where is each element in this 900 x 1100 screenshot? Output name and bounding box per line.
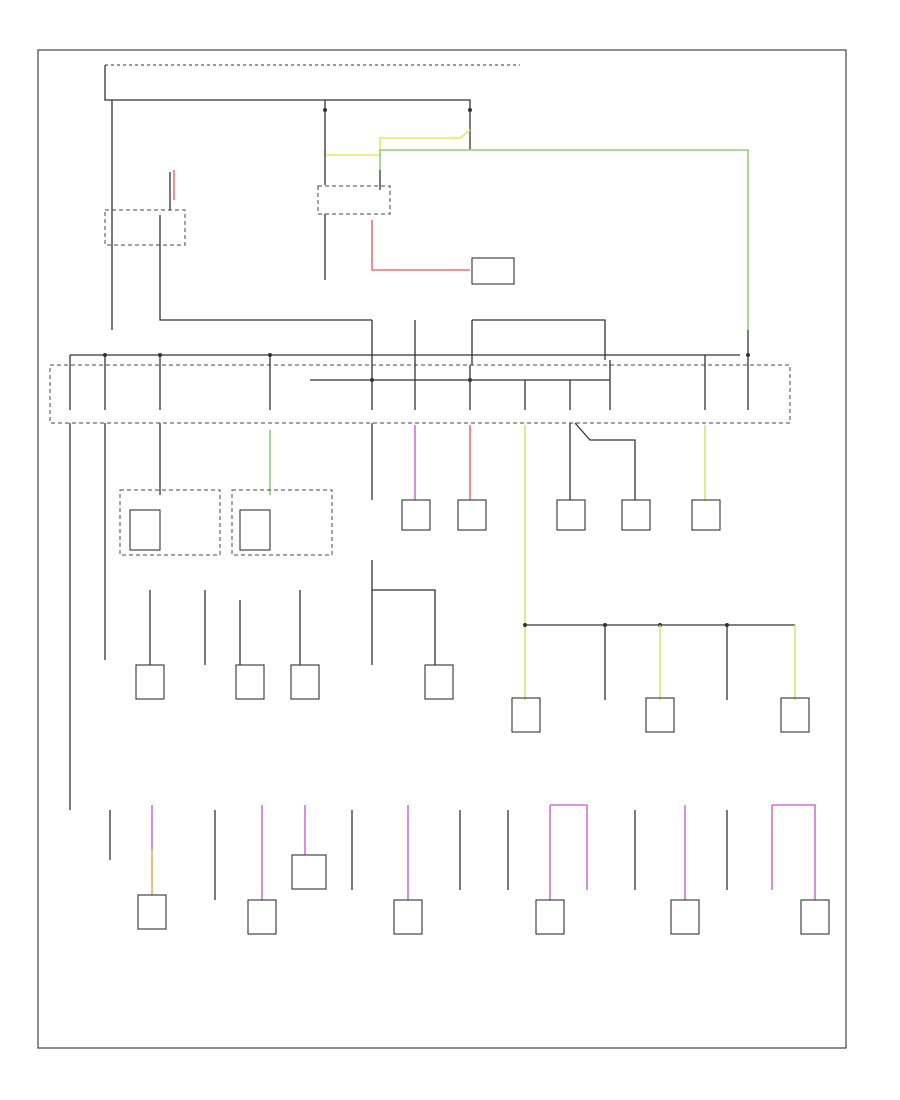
left-mid-components	[135, 560, 454, 700]
yellow-wire	[324, 129, 471, 156]
bottom-row-components	[109, 804, 830, 935]
fuse-box-outline	[49, 364, 791, 424]
violet-drop-bottom-7	[771, 804, 816, 900]
top-ignition-section	[104, 64, 749, 365]
fuse-outputs	[69, 422, 706, 810]
left-headlight-relay	[119, 489, 221, 556]
diagram-frame	[37, 49, 847, 1049]
red-wire-center	[371, 220, 470, 271]
mid-components	[401, 499, 721, 531]
relay-box-left	[104, 209, 186, 246]
ground-box	[471, 257, 515, 285]
relay-box-center	[317, 185, 391, 215]
right-headlight-relay	[231, 489, 333, 556]
violet-drop-bottom-5	[549, 804, 588, 900]
fuse-relay-box	[49, 330, 791, 424]
green-wire	[379, 149, 749, 330]
headlight-relays	[119, 489, 333, 556]
branch-row-2	[511, 623, 810, 733]
